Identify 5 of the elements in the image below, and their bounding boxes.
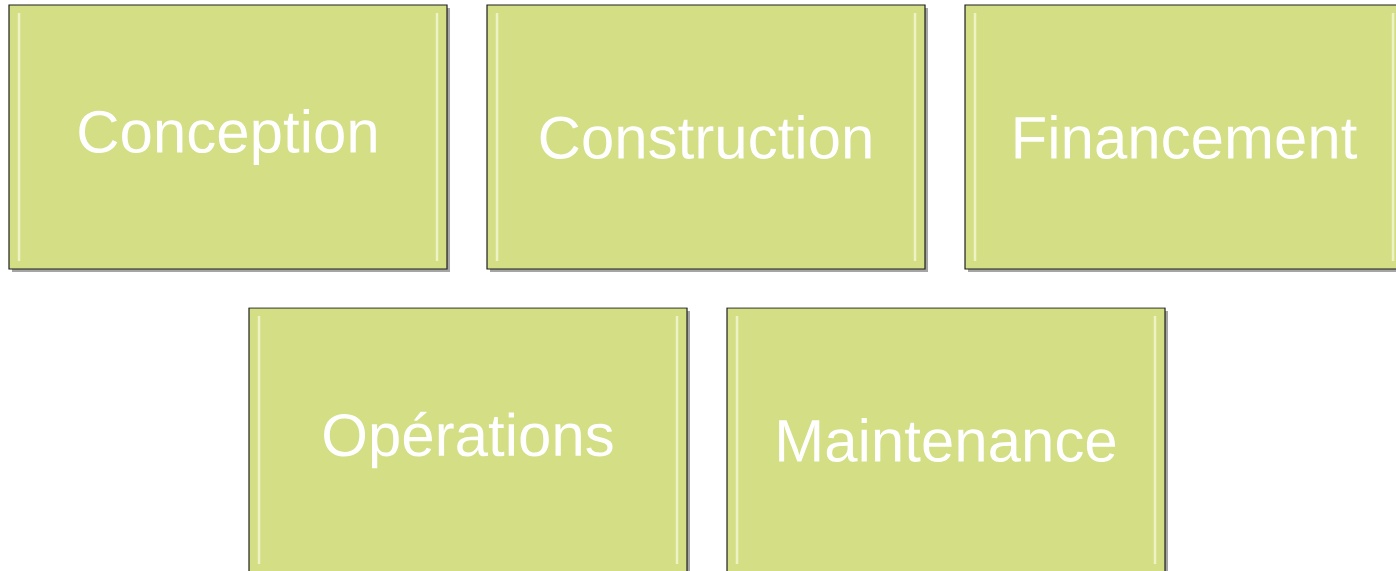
label-box: Opérations [248,307,690,571]
label-box: Construction [486,4,928,272]
label-box: Conception [8,4,450,272]
label-box: Maintenance [726,307,1168,571]
label-box: Financement [964,4,1396,272]
